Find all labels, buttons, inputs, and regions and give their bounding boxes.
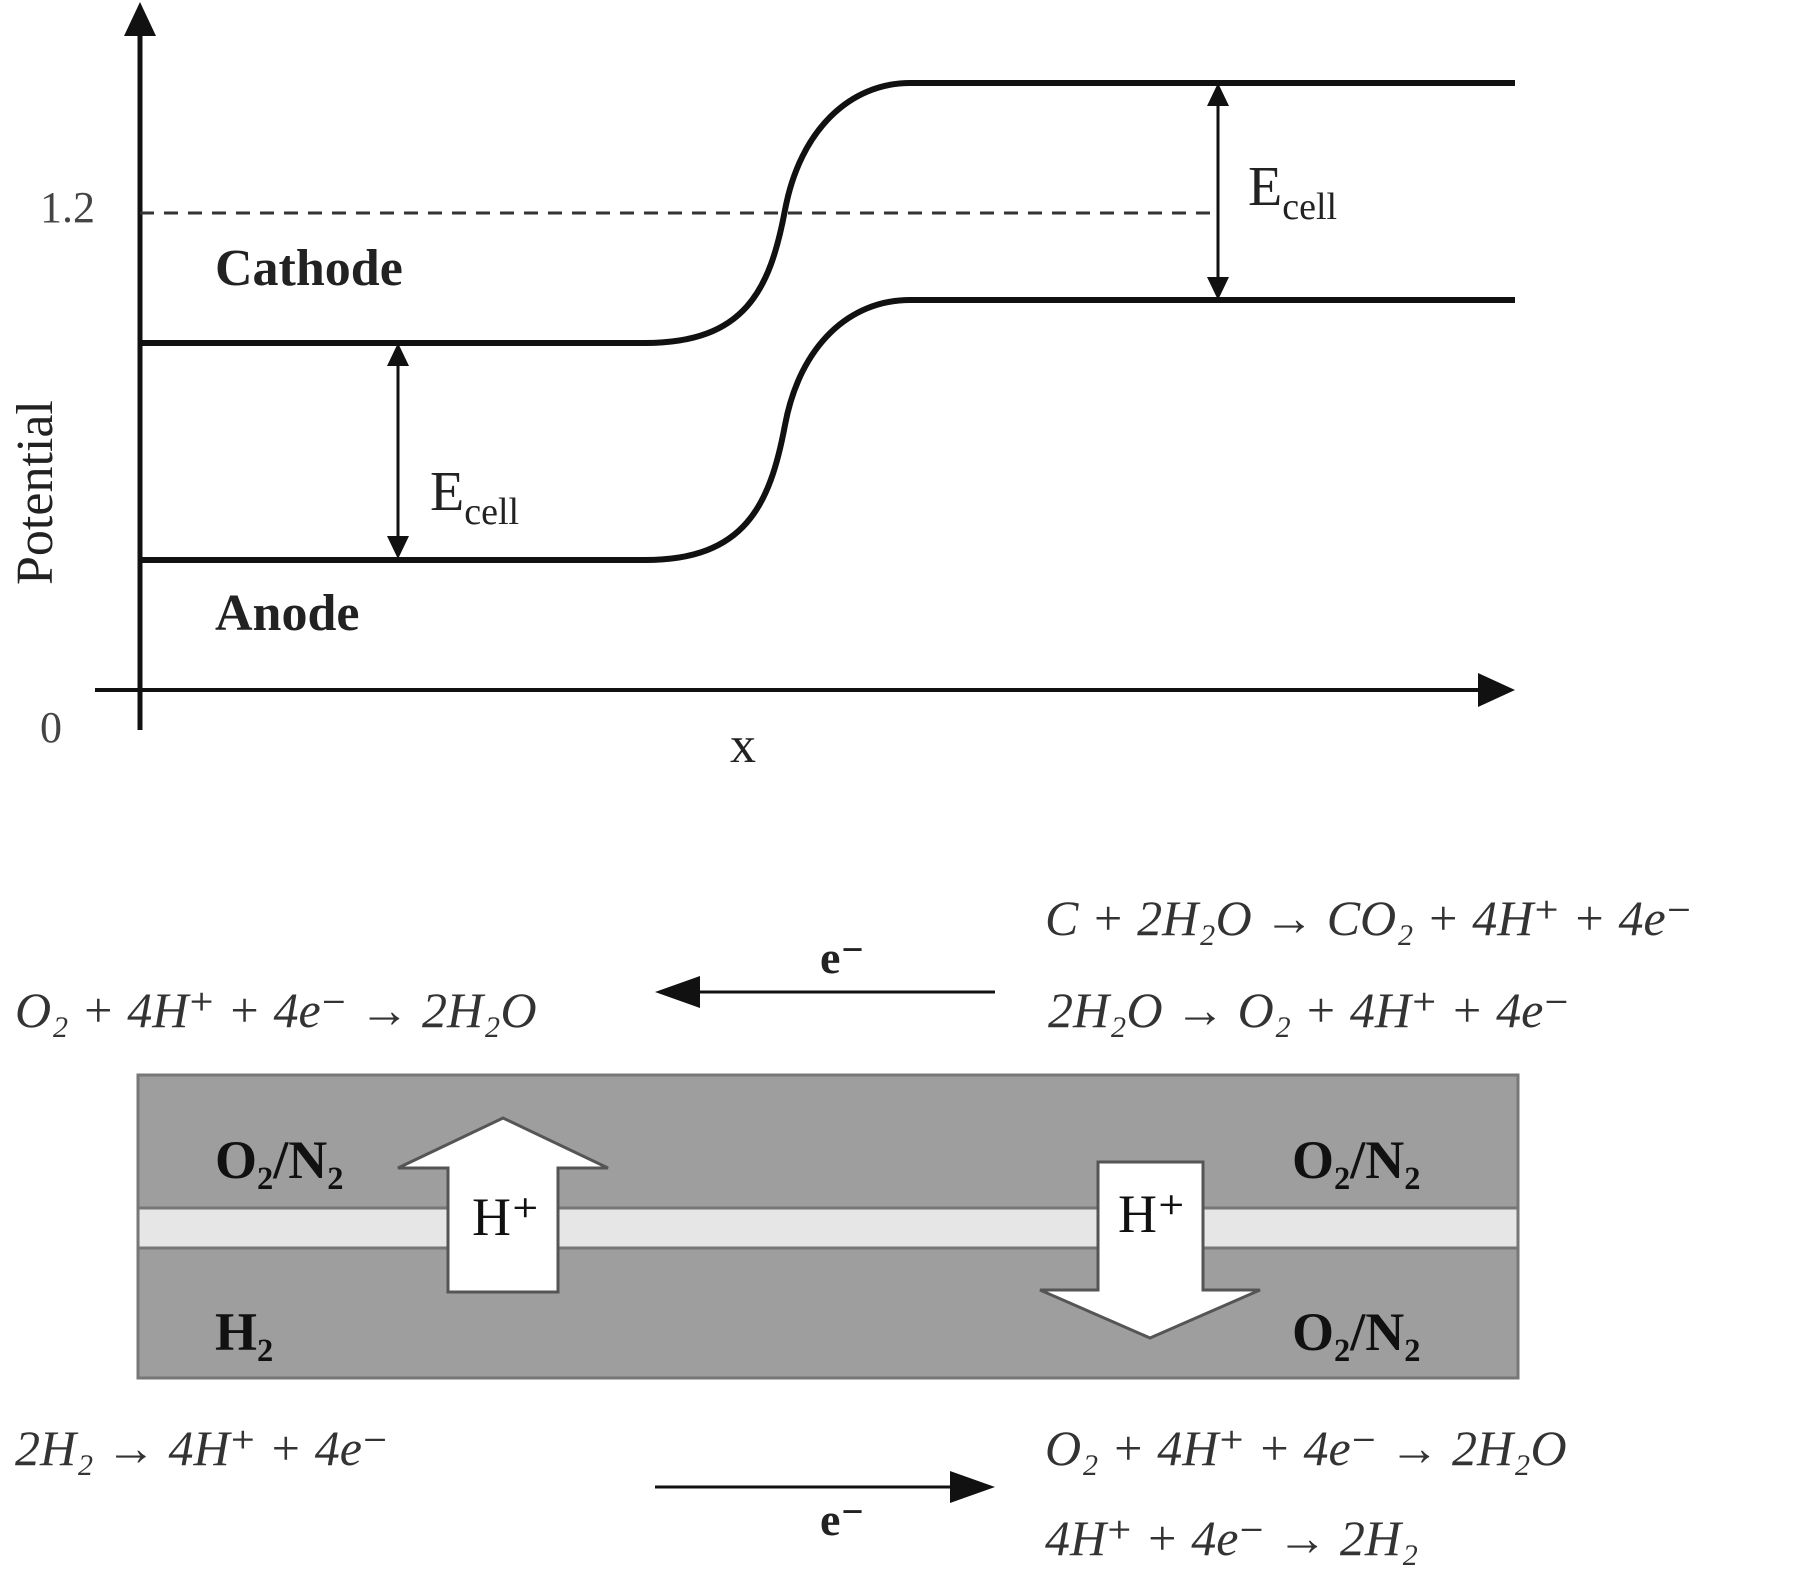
ecell-right-arrowhead-down bbox=[1207, 277, 1229, 300]
ecell-left-main: E bbox=[430, 461, 464, 523]
ecell-right-arrowhead-up bbox=[1207, 83, 1229, 106]
cell-cross-section: H⁺ H⁺ O₂/N₂ O₂/N₂ H₂ O₂/N₂ bbox=[136, 1073, 1520, 1380]
electron-label-top: e⁻ bbox=[820, 932, 865, 983]
top-reactions: C + 2H₂O → CO₂ + 4H⁺ + 4e⁻ 2H₂O → O₂ + 4… bbox=[15, 890, 1692, 1038]
y-axis-arrowhead bbox=[124, 2, 156, 36]
reaction-bottom-left: 2H₂ → 4H⁺ + 4e⁻ bbox=[15, 1420, 388, 1476]
gas-label-bottom-right: O₂/N₂ bbox=[1292, 1302, 1420, 1362]
y-tick-1-2: 1.2 bbox=[40, 183, 95, 232]
anode-electrode-layer bbox=[136, 1246, 1520, 1380]
electron-flow-arrowhead-bottom bbox=[950, 1471, 995, 1503]
reaction-top-right-2: 2H₂O → O₂ + 4H⁺ + 4e⁻ bbox=[1048, 982, 1570, 1038]
reaction-top-right-1: C + 2H₂O → CO₂ + 4H⁺ + 4e⁻ bbox=[1045, 890, 1692, 946]
cathode-potential-curve bbox=[140, 80, 1515, 346]
reaction-bottom-right-1: O₂ + 4H⁺ + 4e⁻ → 2H₂O bbox=[1045, 1420, 1567, 1476]
electron-label-bottom: e⁻ bbox=[820, 1494, 865, 1545]
ecell-right-label: Ecell bbox=[1248, 156, 1337, 228]
membrane-layer bbox=[136, 1206, 1520, 1250]
cathode-label: Cathode bbox=[215, 240, 403, 297]
proton-down-arrow-right bbox=[1039, 1160, 1261, 1340]
ecell-left-subscript: cell bbox=[464, 491, 519, 533]
proton-label-right: H⁺ bbox=[1118, 1184, 1186, 1244]
y-axis-label: Potential bbox=[7, 400, 64, 585]
y-tick-0: 0 bbox=[40, 703, 62, 752]
gas-label-top-left: O₂/N₂ bbox=[215, 1130, 343, 1190]
electron-flow-arrowhead-top bbox=[655, 976, 700, 1008]
proton-label-left: H⁺ bbox=[472, 1187, 540, 1247]
anode-label: Anode bbox=[215, 585, 359, 642]
ecell-right-subscript: cell bbox=[1282, 186, 1337, 228]
x-axis-arrowhead bbox=[1478, 673, 1515, 707]
gas-label-bottom-left: H₂ bbox=[215, 1302, 273, 1362]
anode-potential-curve bbox=[140, 297, 1515, 563]
ecell-right-main: E bbox=[1248, 156, 1282, 218]
gas-label-top-right: O₂/N₂ bbox=[1292, 1130, 1420, 1190]
bottom-reactions: 2H₂ → 4H⁺ + 4e⁻ O₂ + 4H⁺ + 4e⁻ → 2H₂O 4H… bbox=[15, 1420, 1567, 1566]
reaction-top-left: O₂ + 4H⁺ + 4e⁻ → 2H₂O bbox=[15, 982, 537, 1038]
potential-plot: 1.2 0 Potential x Cathode Anode Ecell Ec… bbox=[7, 2, 1515, 774]
ecell-left-label: Ecell bbox=[430, 461, 519, 533]
proton-up-arrow-left bbox=[397, 1116, 609, 1294]
ecell-left-arrowhead-up bbox=[387, 343, 409, 366]
reaction-bottom-right-2: 4H⁺ + 4e⁻ → 2H₂ bbox=[1045, 1510, 1418, 1566]
x-axis-label: x bbox=[730, 717, 756, 774]
ecell-left-arrowhead-down bbox=[387, 536, 409, 559]
